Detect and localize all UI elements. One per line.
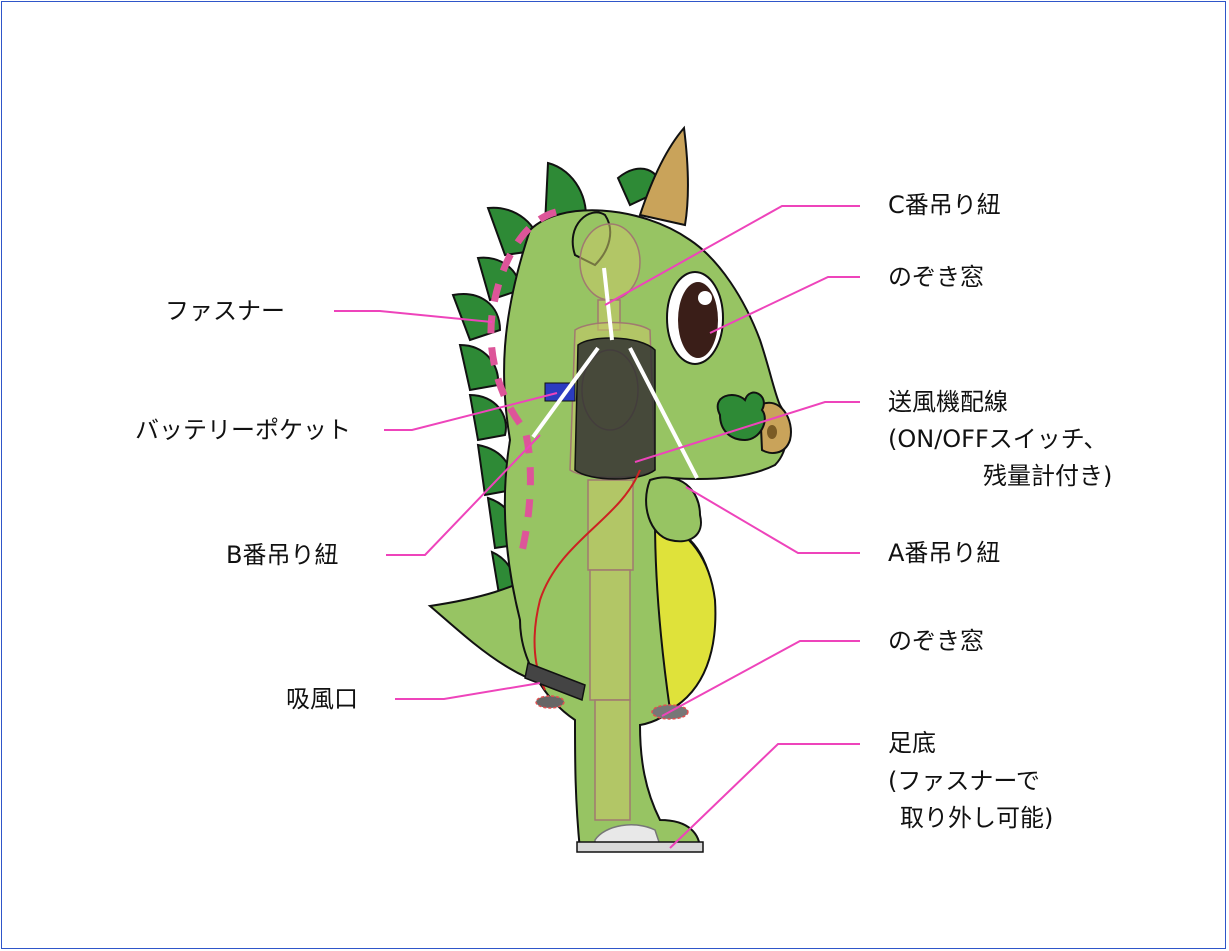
label-a-strap: A番吊り紐 [888,539,1001,567]
air-intake-box [524,661,586,702]
pupil [678,282,718,358]
label-fan-wiring-3: 残量計付き) [983,462,1113,490]
fan-wire [533,469,641,691]
sole [576,841,704,853]
label-fan-wiring-2: (ON/OFFスイッチ、 [888,425,1108,453]
label-fan-wiring-1: 送風機配線 [888,388,1008,416]
body [503,209,788,851]
label-fastener: ファスナー [165,297,285,325]
label-battery-pocket: バッテリーポケット [135,416,351,444]
label-c-strap: C番吊り紐 [888,191,1001,219]
label-sole-3: 取り外し可能) [900,804,1054,832]
leader-lines [334,205,860,849]
nostril [767,425,777,439]
label-sole-2: (ファスナーで [888,767,1040,795]
arm [645,476,702,543]
sandal [594,824,662,846]
label-b-strap: B番吊り紐 [226,541,339,569]
harness [574,337,656,480]
hand [716,391,766,442]
horn [638,125,689,227]
label-sole-1: 足底 [888,729,936,757]
label-peek-window-bottom: のぞき窓 [888,627,984,655]
label-peek-window-top: のぞき窓 [888,263,984,291]
eye-highlight [698,291,712,305]
air-intake-mesh [535,695,565,709]
label-air-intake: 吸風口 [286,685,358,713]
belly [653,518,717,712]
